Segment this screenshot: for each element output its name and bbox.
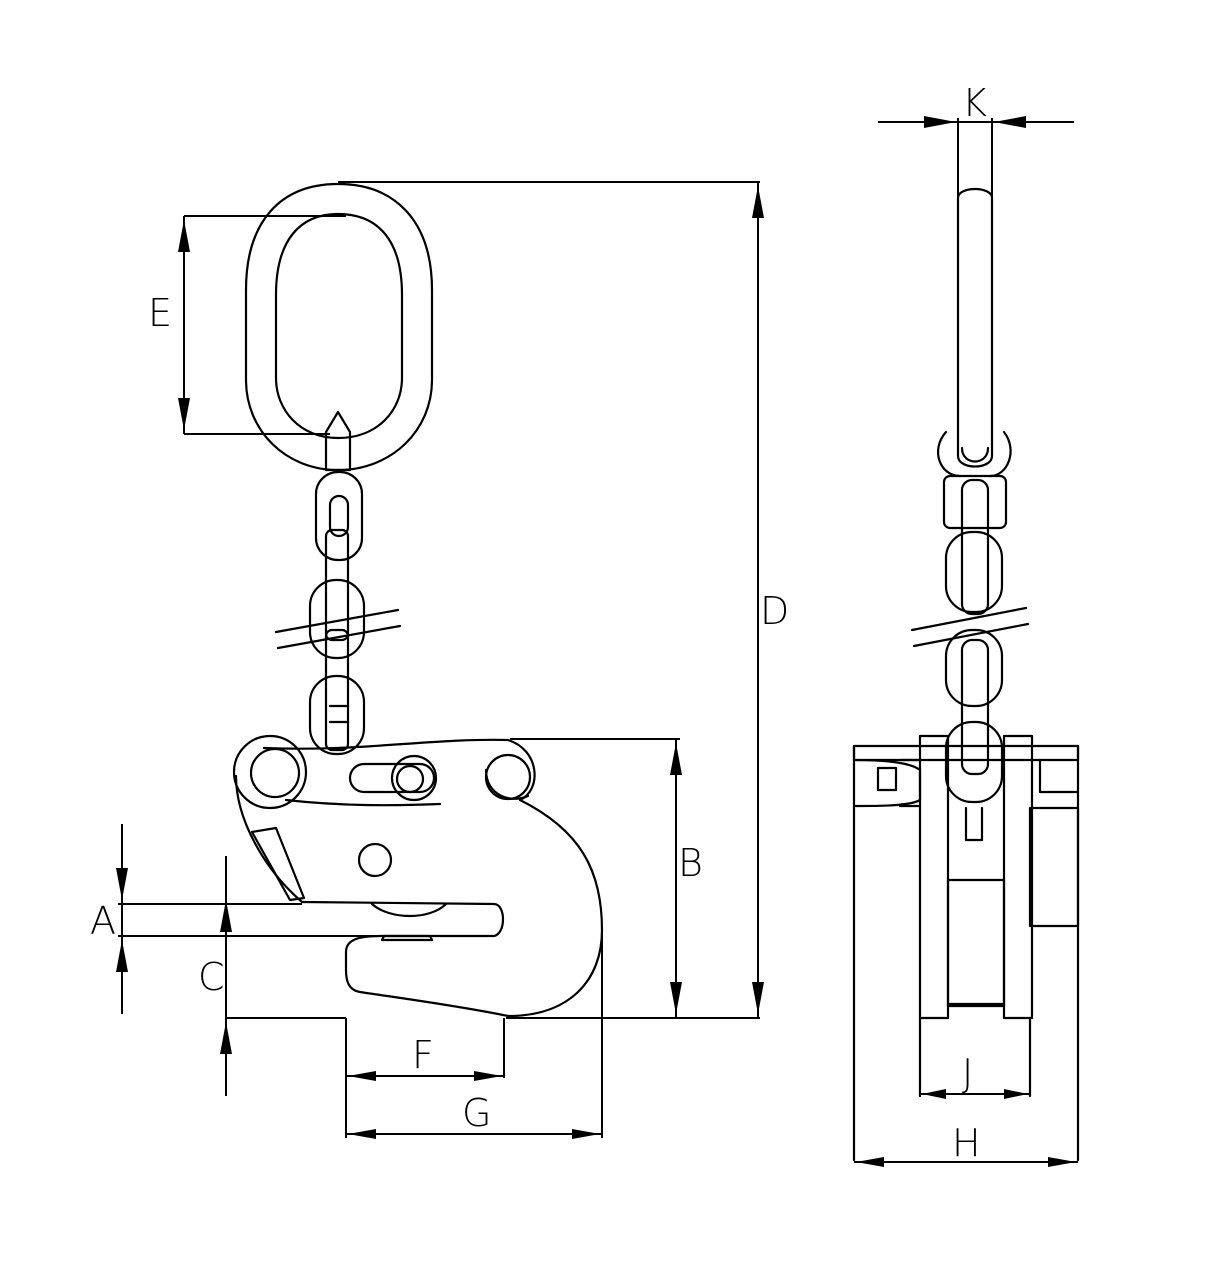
dimension-label-k: K: [962, 81, 987, 125]
dimension-label-f: F: [412, 1033, 434, 1077]
dimension-label-h: H: [952, 1121, 981, 1165]
dimension-label-e: E: [148, 291, 172, 335]
dimension-a: A: [90, 824, 128, 1014]
lifting-chain: [274, 410, 402, 756]
dimension-f: F: [346, 1033, 504, 1081]
master-link-side: [936, 187, 1012, 478]
dimension-label-a: A: [90, 899, 116, 943]
side-view: K J H: [852, 81, 1080, 1167]
front-extension-lines: [118, 181, 760, 1138]
dimension-k: K: [878, 81, 1074, 198]
dimension-b: B: [670, 739, 703, 1018]
dimension-label-b: B: [678, 841, 703, 885]
dimension-j: J: [920, 1051, 1030, 1099]
dimension-e: E: [148, 216, 190, 434]
lifting-chain-side: [910, 474, 1030, 842]
dimension-h: H: [854, 1121, 1078, 1167]
dimension-label-j: J: [962, 1051, 973, 1095]
clamp-body: [232, 734, 604, 1018]
dimension-g: G: [346, 1091, 602, 1139]
dimension-label-c: C: [198, 955, 225, 999]
dimension-label-g: G: [462, 1091, 491, 1135]
dimension-label-d: D: [760, 589, 789, 633]
clamp-body-side: [852, 734, 1080, 1162]
front-view: D E B A C: [90, 181, 789, 1139]
dimension-c: C: [198, 856, 232, 1096]
master-link: [244, 182, 434, 472]
dimension-d: D: [752, 182, 789, 1018]
